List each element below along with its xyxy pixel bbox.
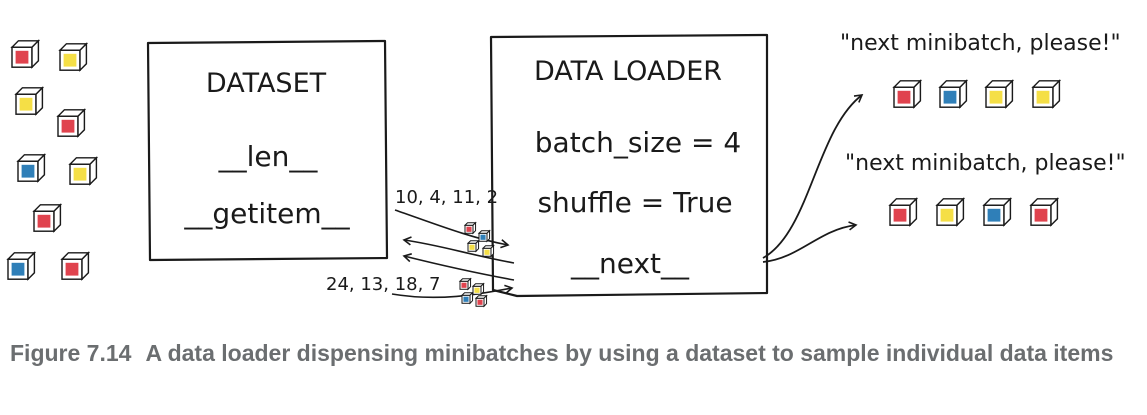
sampled-item-cube: [474, 294, 488, 308]
source-cube: [56, 108, 87, 138]
minibatch-arrow-1: [762, 94, 864, 259]
minibatch-1-cube: [892, 79, 923, 109]
minibatch-2-cubes: [888, 197, 1060, 227]
return-arrow-2: [391, 284, 514, 299]
minibatch-1-cube: [938, 79, 969, 109]
minibatch-arrow-2: [762, 221, 858, 263]
dataset-box: DATASET __len__ __getitem__: [146, 39, 389, 262]
source-cube: [14, 86, 45, 116]
sampled-items-cluster-1: [463, 221, 495, 258]
index-label-batch-2: 24, 13, 18, 7: [326, 274, 441, 295]
dataset-title: DATASET: [206, 68, 327, 99]
index-label-batch-1: 10, 4, 11, 2: [395, 187, 498, 208]
minibatch-2-cube: [935, 197, 966, 227]
figure-caption: Figure 7.14 A data loader dispensing mini…: [10, 338, 1135, 369]
source-cube: [10, 39, 41, 69]
batch-size-param: batch_size = 4: [535, 126, 741, 159]
source-cube: [58, 42, 89, 72]
sampled-item-cube: [458, 277, 472, 291]
diagram-canvas: DATASET __len__ __getitem__ DATA LOADER …: [6, 31, 1126, 308]
sampled-item-cube: [466, 239, 480, 253]
minibatch-1-cube: [1031, 79, 1062, 109]
figure-caption-text: A data loader dispensing minibatches by …: [145, 340, 1114, 366]
sampled-items-cluster-2: [458, 277, 488, 308]
request-text-2: "next minibatch, please!": [845, 151, 1126, 176]
minibatch-2-cube: [888, 197, 919, 227]
minibatch-1-cube: [984, 79, 1015, 109]
request-arrow-1: [402, 236, 515, 264]
sampled-item-cube: [481, 244, 495, 258]
minibatch-1-cubes: [892, 79, 1062, 109]
sampled-item-cube: [471, 282, 485, 296]
minibatch-2-cube: [1029, 197, 1060, 227]
data-loader-box: DATA LOADER batch_size = 4 shuffle = Tru…: [489, 33, 769, 298]
dataset-len-method: __len__: [218, 140, 319, 173]
shuffle-param: shuffle = True: [537, 186, 732, 219]
request-text-1: "next minibatch, please!": [840, 31, 1121, 56]
data-loader-title: DATA LOADER: [534, 56, 722, 87]
request-arrow-2: [402, 253, 515, 281]
source-cube: [6, 251, 37, 281]
sampled-item-cube: [477, 229, 491, 243]
dataset-box-outline: [146, 39, 389, 262]
figure-number: Figure 7.14: [10, 340, 132, 366]
sampled-item-cube: [460, 291, 474, 305]
source-cubes-group: [6, 39, 99, 281]
sampled-item-cube: [463, 221, 477, 235]
dataset-getitem-method: __getitem__: [183, 197, 350, 230]
source-cube: [32, 203, 63, 233]
minibatch-2-cube: [982, 197, 1013, 227]
source-cube: [16, 153, 47, 183]
return-arrow-1: [394, 209, 510, 249]
source-cube: [68, 156, 99, 186]
next-method: __next__: [570, 247, 690, 280]
source-cube: [60, 251, 91, 281]
